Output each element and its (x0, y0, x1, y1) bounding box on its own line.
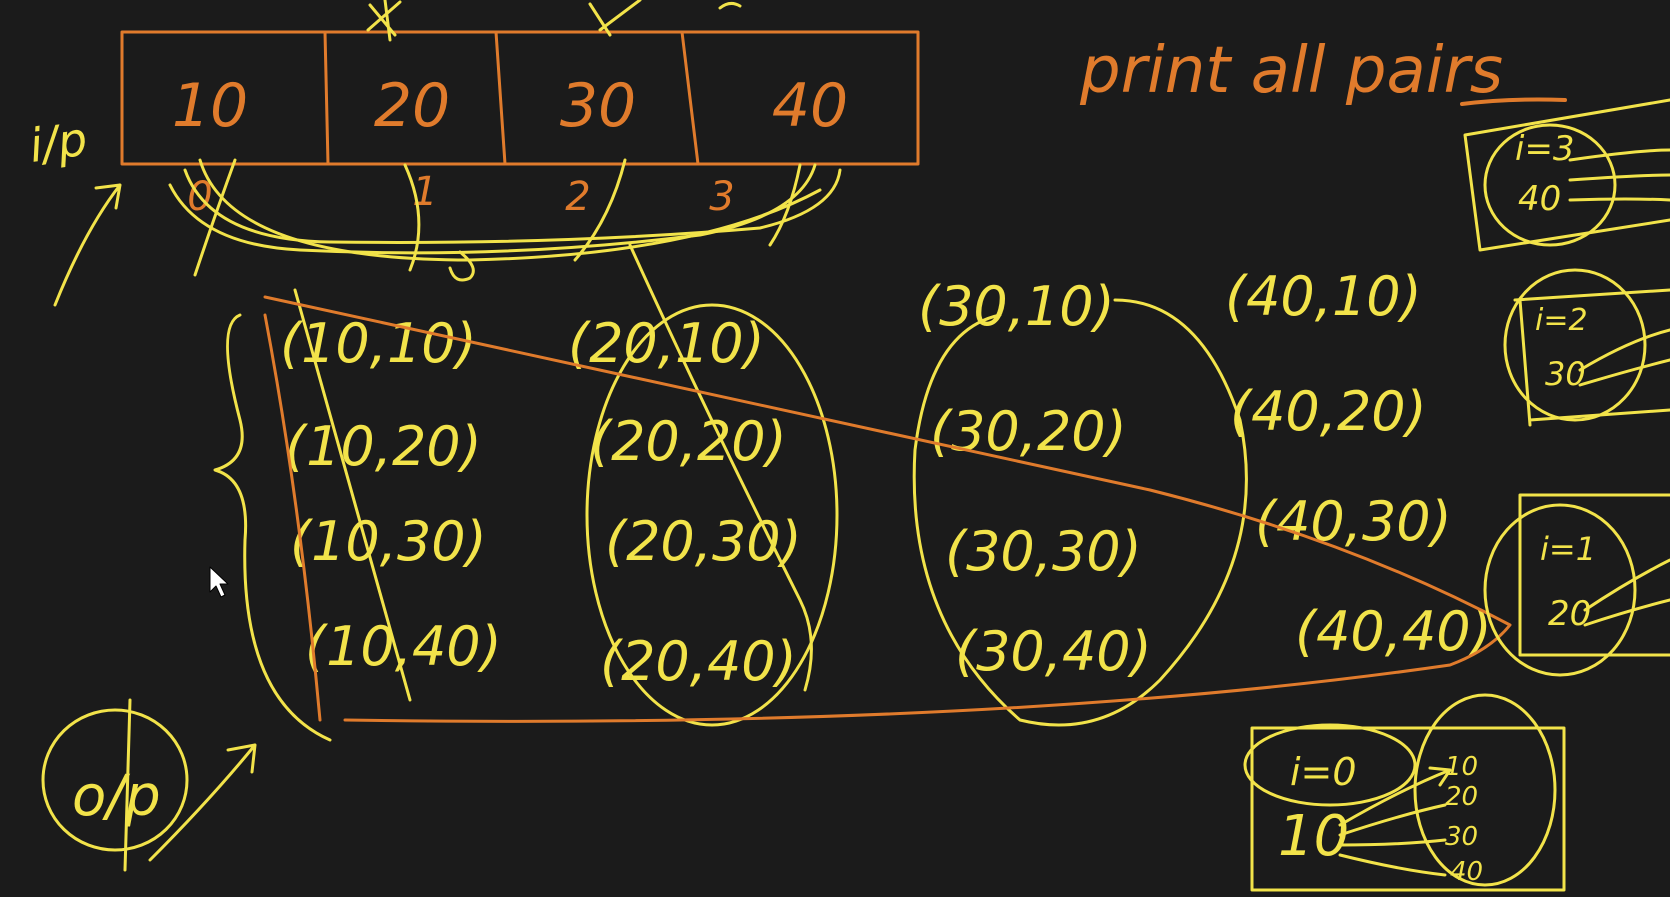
index-loop-2 (183, 168, 842, 244)
sketch-i0-value: 10 (1278, 804, 1349, 869)
title-underline (1460, 97, 1567, 106)
column-2-ellipse (912, 298, 1248, 727)
input-label: i/p (26, 111, 90, 172)
strike-column-0 (293, 288, 412, 702)
orange-wedge (263, 295, 1512, 723)
sketch-i2-value: 30 (1545, 355, 1586, 393)
index-loop-knot (448, 250, 475, 282)
pair-2-1: (30,20) (930, 400, 1127, 463)
output-arrow (148, 743, 257, 862)
input-arrow (53, 183, 122, 307)
array-index-2: 2 (565, 174, 590, 220)
sketch-i2 (1503, 268, 1670, 427)
pair-3-0: (40,10) (1225, 265, 1422, 328)
strike-column-0-orange (263, 313, 322, 722)
array-index-3: 3 (709, 174, 734, 220)
pair-1-2: (20,30) (605, 510, 802, 573)
index-arrows (193, 158, 802, 277)
sketch-i2-label: i=2 (1535, 303, 1588, 338)
pair-0-2: (10,30) (290, 510, 487, 573)
pair-2-0: (30,10) (918, 275, 1115, 338)
title-text: print all pairs (1079, 34, 1503, 108)
pair-3-3: (40,40) (1295, 600, 1492, 663)
sketch-i1-value: 20 (1548, 594, 1591, 634)
column-1-ellipse (585, 303, 839, 727)
pair-1-3: (20,40) (600, 630, 797, 693)
sketch-i0-target-1: 20 (1445, 782, 1478, 812)
top-scribbles (366, 0, 742, 42)
sketch-i3-value: 40 (1518, 179, 1561, 219)
pair-2-3: (30,40) (955, 620, 1152, 683)
sketch-i0-target-3: 40 (1450, 857, 1483, 887)
sketch-i0 (1243, 693, 1566, 892)
pair-1-1: (20,20) (590, 410, 787, 473)
open-brace (213, 313, 332, 742)
output-slash (123, 698, 132, 872)
pair-0-3: (10,40) (305, 615, 502, 678)
sketch-i3 (1463, 98, 1670, 252)
sketch-i0-target-0: 10 (1445, 752, 1478, 782)
mouse-cursor-icon (209, 566, 229, 598)
sketch-i1 (1483, 493, 1670, 677)
column-1-slash (628, 243, 813, 692)
pair-0-1: (10,20) (285, 415, 482, 478)
output-label: o/p (72, 764, 161, 829)
array-value-1: 20 (374, 71, 450, 141)
pair-3-1: (40,20) (1230, 380, 1427, 443)
sketch-i3-label: i=3 (1515, 129, 1575, 169)
array-value-2: 30 (560, 71, 636, 141)
pair-3-2: (40,30) (1255, 490, 1452, 553)
sketch-i0-label: i=0 (1290, 750, 1357, 794)
array-box (120, 30, 920, 166)
sketch-i0-target-2: 30 (1445, 822, 1478, 852)
output-circle (41, 708, 189, 852)
sketch-i1-label: i=1 (1540, 530, 1596, 568)
array-value-3: 40 (772, 71, 848, 141)
array-value-0: 10 (172, 71, 248, 141)
pair-2-2: (30,30) (945, 520, 1142, 583)
